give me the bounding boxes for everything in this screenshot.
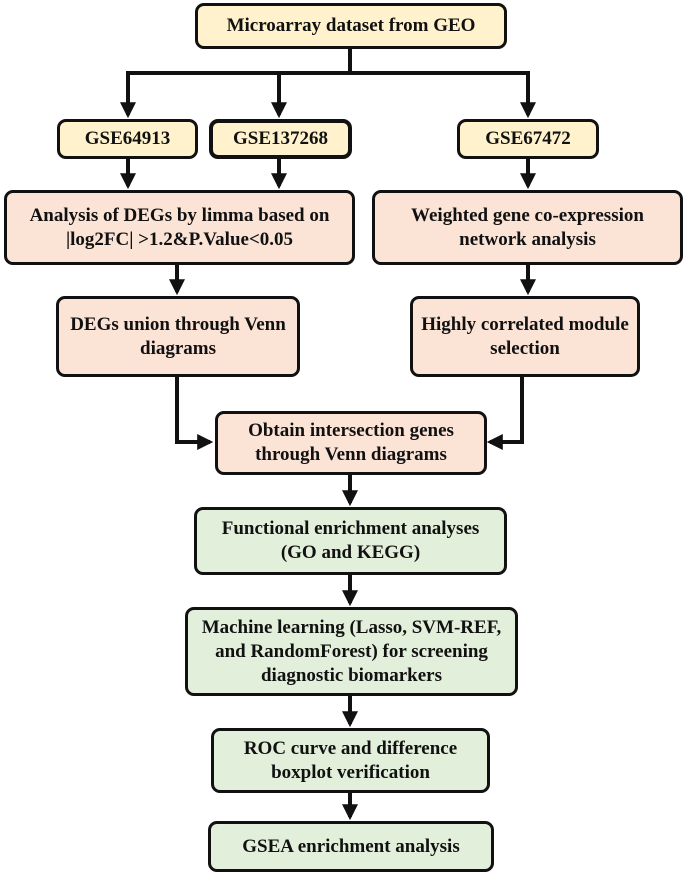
node-source-label: Microarray dataset from GEO [226,15,476,36]
node-enrichment-label: Functional enrichment analyses (GO and K… [221,518,480,563]
node-machine-learning-label: Machine learning (Lasso, SVM-REF, and Ra… [201,616,502,686]
node-gse64913-label: GSE64913 [84,128,171,149]
node-gse67472: GSE67472 [457,119,599,159]
node-deg-union: DEGs union through Venn diagrams [56,296,300,377]
node-roc: ROC curve and difference boxplot verific… [211,728,490,793]
node-gse137268-label: GSE137268 [232,128,329,149]
node-machine-learning: Machine learning (Lasso, SVM-REF, and Ra… [185,607,518,696]
node-module-selection-label: Highly correlated module selection [421,313,629,359]
node-deg-analysis: Analysis of DEGs by limma based on |log2… [4,190,355,265]
arrow-union-to-intersection [175,376,214,450]
node-wgcna-label: Weighted gene co-expression network anal… [411,204,644,250]
node-gsea: GSEA enrichment analysis [208,821,494,872]
node-gse64913: GSE64913 [57,119,198,159]
node-gse137268: GSE137268 [209,119,352,159]
node-intersection-label: Obtain intersection genes through Venn d… [248,420,454,465]
node-deg-analysis-label: Analysis of DEGs by limma based on |log2… [29,204,330,250]
node-roc-label: ROC curve and difference boxplot verific… [243,737,458,783]
node-deg-union-label: DEGs union through Venn diagrams [70,313,286,359]
arrow-module-to-intersection [486,376,524,450]
node-enrichment: Functional enrichment analyses (GO and K… [194,507,507,575]
node-gsea-label: GSEA enrichment analysis [242,835,460,857]
node-module-selection: Highly correlated module selection [410,296,640,377]
node-wgcna: Weighted gene co-expression network anal… [372,190,683,265]
node-source: Microarray dataset from GEO [195,3,507,49]
node-gse67472-label: GSE67472 [485,128,571,149]
node-intersection: Obtain intersection genes through Venn d… [215,411,487,475]
